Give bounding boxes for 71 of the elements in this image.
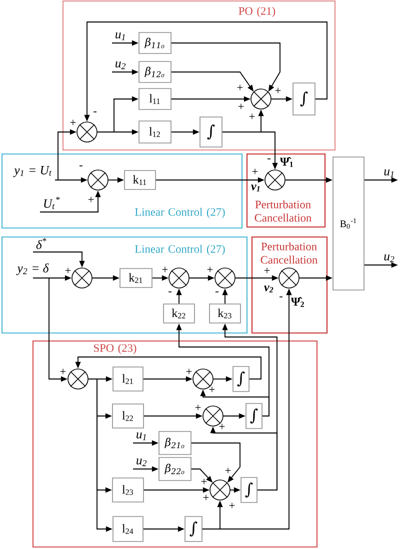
signal-label: u$_{2}$ (116, 62, 126, 70)
summing-junction (68, 368, 88, 390)
sign-label: + (203, 494, 209, 500)
gain-block: l$_{22}$ (112, 404, 144, 428)
summing-junction (278, 268, 300, 288)
signal-label: u$_{1}$ (116, 32, 125, 40)
sign-label: + (225, 468, 231, 474)
sign-label: + (275, 88, 281, 94)
summing-junction (76, 122, 98, 142)
signal-label: u$_{1}$ (136, 432, 146, 440)
sign-label: + (238, 104, 244, 110)
sign-label: + (264, 268, 270, 274)
gain-block: β$_{22₀}$ (158, 457, 192, 481)
signal-label: y$_{1}$ = U$_{t}$ (13, 166, 52, 178)
integrator-block: ∫ (232, 366, 250, 392)
signal-label: u$_{2}$ (384, 254, 394, 262)
summing-junction (168, 268, 190, 288)
integrator-block: ∫ (292, 82, 316, 116)
gain-block: β$_{12₀}$ (138, 61, 172, 83)
signal-label: U$_{t}$* (44, 196, 60, 210)
gain-block: k$_{23}$ (209, 304, 241, 324)
arrow (75, 356, 262, 380)
summing-junction (250, 88, 272, 110)
edge-label: v$_{1}$ (250, 184, 262, 192)
sign-label: + (237, 84, 243, 90)
sign-label: + (162, 266, 168, 272)
integrator-block: ∫ (246, 403, 262, 429)
signal-label: u$_{1}$ (384, 170, 394, 178)
sign-label: - (80, 165, 82, 166)
edge-label: Ψ̂$_{1}$ (279, 156, 295, 168)
signal-label: u$_{2}$ (136, 458, 146, 466)
sign-label: + (186, 368, 192, 374)
gain-block: k$_{22}$ (163, 304, 195, 324)
edge-label: Ψ̂$_{2}$ (290, 296, 306, 308)
integrator-block: ∫ (240, 477, 258, 503)
sign-label: + (195, 404, 201, 410)
sign-label: - (94, 111, 96, 112)
gain-block: k$_{21}$ (120, 268, 152, 288)
integrator-block: ∫ (200, 116, 222, 148)
summing-junction (214, 268, 236, 288)
summing-junction (72, 268, 92, 288)
sign-label: + (201, 478, 207, 484)
integrator-block: ∫ (184, 516, 202, 542)
sign-label: - (268, 158, 270, 160)
gain-block: l$_{23}$ (112, 478, 144, 502)
signal-label: δ$^{*}$ (36, 238, 46, 250)
gain-block: β$_{11₀}$ (138, 32, 172, 54)
sign-label: + (60, 368, 66, 374)
sign-label: - (168, 291, 172, 292)
sign-label: + (219, 424, 225, 430)
gain-block: l$_{11}$ (138, 88, 172, 110)
sign-label: + (249, 114, 255, 120)
summing-junction (210, 480, 230, 500)
sign-label: + (65, 268, 71, 274)
sign-label: - (216, 291, 218, 292)
signal-label: y$_{2}$ = δ (16, 264, 49, 276)
gain-block: l$_{21}$ (112, 366, 144, 392)
sign-label: + (229, 502, 235, 508)
summing-junction (88, 170, 108, 190)
gain-block: l$_{12}$ (138, 120, 172, 144)
edge-label: v$_{2}$ (263, 284, 275, 294)
sign-label: - (280, 296, 282, 298)
sign-label: + (207, 266, 213, 272)
sign-label: + (252, 168, 258, 174)
gain-block: β$_{21₀}$ (158, 431, 192, 455)
sign-label: + (88, 196, 94, 202)
summing-junction (264, 170, 286, 190)
gain-block: l$_{24}$ (112, 516, 144, 542)
sign-label: + (209, 386, 215, 392)
gain-block: k$_{11}$ (124, 170, 156, 190)
sign-label: + (70, 120, 76, 126)
